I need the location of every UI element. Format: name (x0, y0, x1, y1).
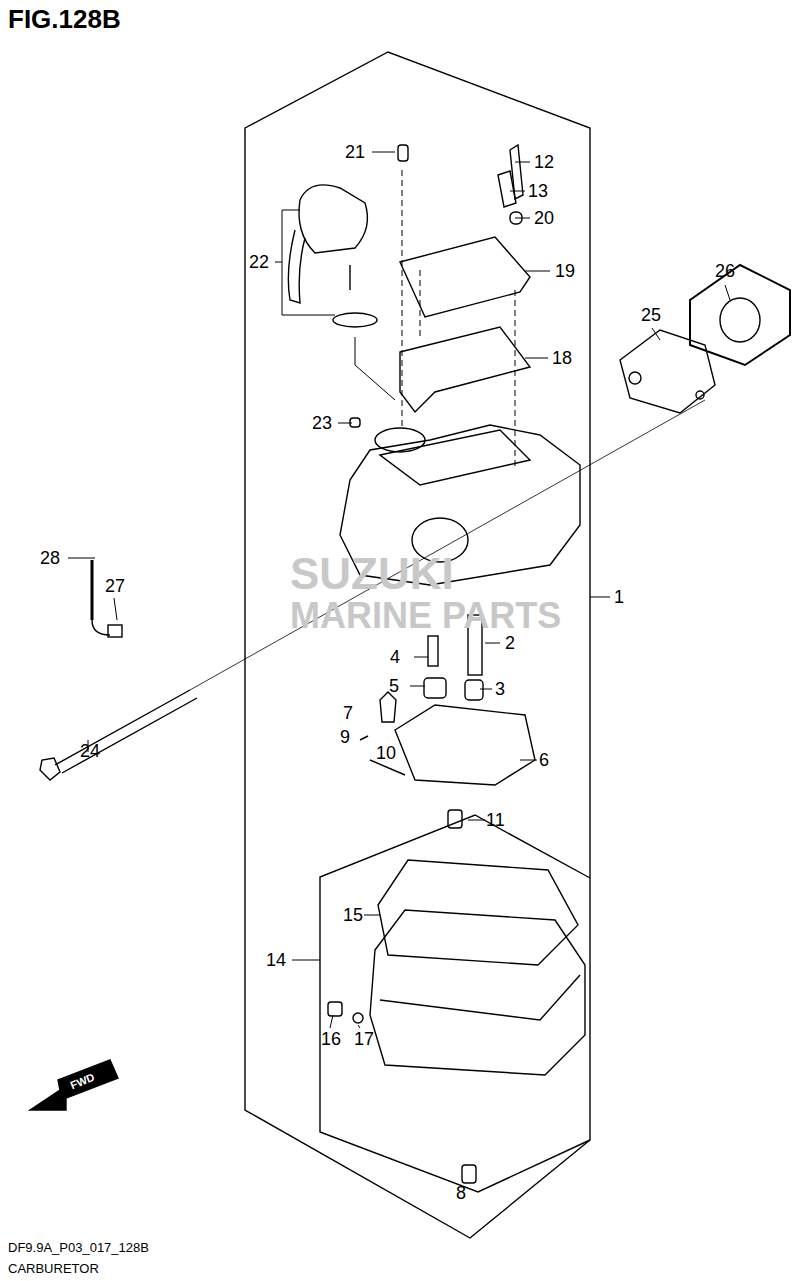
callout-number: 2 (505, 634, 515, 652)
callout-number: 11 (486, 811, 505, 829)
callout-number: 7 (343, 704, 353, 722)
watermark-text: MARINE PARTS (290, 598, 561, 634)
assembly-outline (245, 52, 590, 1238)
callout-number: 22 (249, 253, 269, 271)
callout-number: 12 (534, 153, 554, 171)
callout-number: 18 (552, 349, 572, 367)
callout-number: 13 (528, 182, 548, 200)
figure-title: FIG.128B (8, 6, 121, 32)
callout-number: 27 (105, 577, 125, 595)
callout-number: 28 (40, 549, 60, 567)
callout-number: 17 (354, 1030, 374, 1048)
callout-number: 8 (456, 1184, 466, 1202)
callout-number: 21 (345, 143, 365, 161)
callout-number: 15 (343, 906, 363, 924)
callout-number: 24 (80, 742, 100, 760)
callout-number: 16 (321, 1030, 341, 1048)
bowl-outline (320, 815, 590, 1192)
callout-number: 5 (389, 677, 399, 695)
callout-number: 9 (340, 728, 350, 746)
figure-code: DF9.9A_P03_017_128B (8, 1241, 149, 1254)
callout-number: 23 (312, 414, 332, 432)
leader-lines (68, 152, 730, 1028)
callout-number: 19 (555, 262, 575, 280)
figure-caption: CARBURETOR (8, 1262, 99, 1275)
watermark-text: SUZUKI (290, 552, 454, 596)
callout-number: 1 (614, 588, 624, 606)
callout-number: 14 (266, 951, 286, 969)
callout-number: 4 (390, 648, 400, 666)
callout-number: 3 (495, 680, 505, 698)
part-drawings (30, 145, 790, 1183)
callout-number: 6 (539, 751, 549, 769)
callout-number: 10 (376, 744, 396, 762)
callout-number: 26 (715, 262, 735, 280)
callout-number: 25 (641, 306, 661, 324)
callout-number: 20 (534, 209, 554, 227)
